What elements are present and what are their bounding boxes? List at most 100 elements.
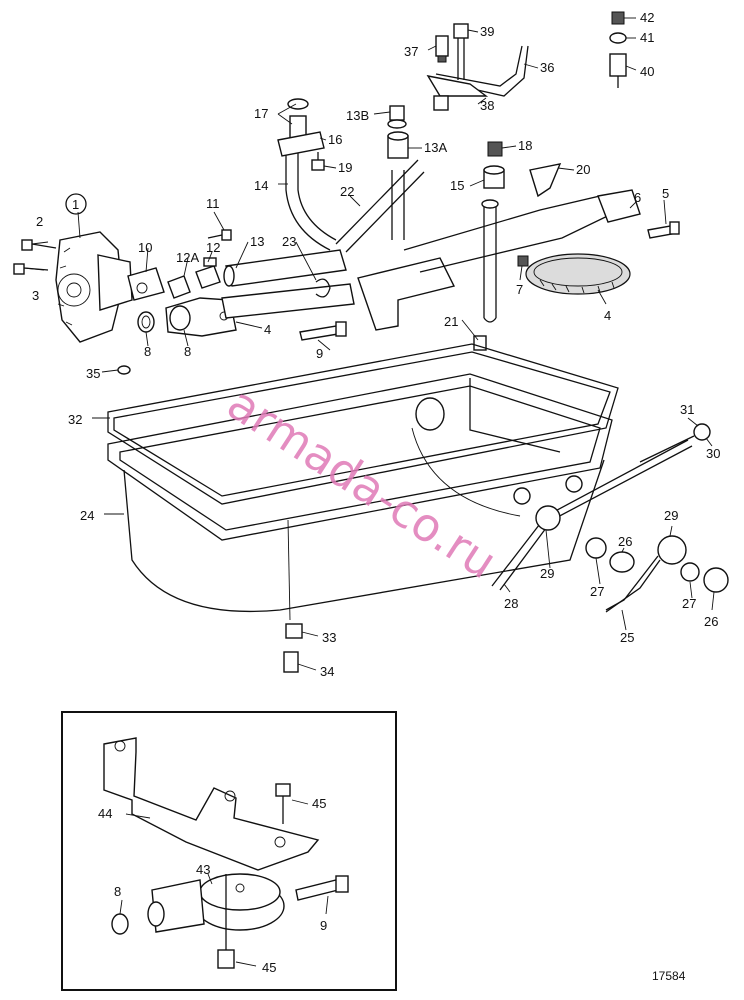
inset-callout-8: 8 (114, 884, 121, 899)
screw-19 (311, 152, 325, 171)
callout-41: 41 (640, 30, 654, 45)
callout-40: 40 (640, 64, 654, 79)
plug-35 (117, 365, 131, 375)
callout-33: 33 (322, 630, 336, 645)
inset-bracket-44 (103, 737, 320, 871)
drain-nut-33 (285, 623, 303, 639)
gasket-32 (107, 343, 619, 505)
fitting-13A (387, 131, 409, 159)
callout-26-left: 26 (618, 534, 632, 549)
callout-3: 3 (32, 288, 39, 303)
bolt-11 (207, 229, 232, 241)
nut-13B (387, 105, 407, 129)
plate-38 (426, 75, 489, 111)
fitting-12A (167, 275, 191, 299)
callout-17: 17 (254, 106, 268, 121)
bolt-9 (299, 321, 347, 341)
drain-plug-34 (283, 651, 299, 673)
callout-4-strainer: 4 (604, 308, 611, 323)
inset-bolt-45-top (275, 783, 291, 824)
callout-2: 2 (36, 214, 43, 229)
callout-11: 11 (206, 196, 220, 211)
nut-26-right (703, 567, 729, 593)
callout-labels: 1 2 3 4 4 5 6 7 8 8 9 10 11 12 12A 13 13… (32, 10, 720, 679)
callout-1: 1 (72, 197, 79, 212)
callout-12: 12 (206, 240, 220, 255)
callout-30: 30 (706, 446, 720, 461)
callout-16: 16 (328, 132, 342, 147)
bolt-2 (21, 239, 57, 251)
screen-strainer-4 (525, 253, 631, 295)
callout-32: 32 (68, 412, 82, 427)
bolt-5 (647, 221, 680, 239)
inset-leader-lines (119, 799, 329, 967)
watermark: armada-co.ru (218, 376, 506, 589)
callout-20: 20 (576, 162, 590, 177)
callout-6: 6 (634, 190, 641, 205)
callout-22: 22 (340, 184, 354, 199)
callout-28: 28 (504, 596, 518, 611)
flange-8 (165, 297, 237, 337)
callout-13: 13 (250, 234, 264, 249)
inset-callout-45-bottom: 45 (262, 960, 276, 975)
callout-19: 19 (338, 160, 352, 175)
cap-18 (487, 141, 503, 157)
nut-15 (483, 165, 505, 189)
callout-29-right: 29 (664, 508, 678, 523)
callout-9: 9 (316, 346, 323, 361)
callout-15: 15 (450, 178, 464, 193)
callout-13B: 13B (346, 108, 369, 123)
callout-36: 36 (540, 60, 554, 75)
dipstick-tube-28 (491, 439, 693, 591)
cap-42 (611, 11, 625, 25)
callout-39: 39 (480, 24, 494, 39)
callout-42: 42 (640, 10, 654, 25)
callout-26-right: 26 (704, 614, 718, 629)
plug-21 (473, 335, 487, 351)
dipstick-31 (639, 423, 711, 463)
bracket-20 (529, 163, 562, 198)
drain-pipe-25 (605, 559, 661, 613)
callout-18: 18 (518, 138, 532, 153)
connector-10 (127, 267, 165, 301)
callout-10: 10 (138, 240, 152, 255)
callout-35: 35 (86, 366, 100, 381)
inset-callout-45-top: 45 (312, 796, 326, 811)
callout-8-left: 8 (144, 344, 151, 359)
callout-31: 31 (680, 402, 694, 417)
washer-27-right (680, 562, 700, 582)
callout-24: 24 (80, 508, 94, 523)
inset-pump-43 (147, 873, 285, 933)
washer-27-left (585, 537, 607, 559)
callout-38: 38 (480, 98, 494, 113)
callout-34: 34 (320, 664, 334, 679)
callout-5: 5 (662, 186, 669, 201)
callout-12A: 12A (176, 250, 199, 265)
nut-7 (517, 255, 529, 267)
inset-bolt-9 (295, 875, 349, 901)
fitting-12 (195, 257, 221, 289)
inset-box: 44 45 43 8 9 45 (61, 711, 397, 991)
callout-27-right: 27 (682, 596, 696, 611)
callout-21: 21 (444, 314, 458, 329)
callout-25: 25 (620, 630, 634, 645)
inset-callout-44: 44 (98, 806, 112, 821)
callout-14: 14 (254, 178, 268, 193)
callout-27-left: 27 (590, 584, 604, 599)
figure-number: 17584 (652, 969, 686, 983)
washer-41 (609, 32, 627, 44)
sender-17 (287, 98, 309, 139)
callout-7: 7 (516, 282, 523, 297)
callout-4-pipe: 4 (264, 322, 271, 337)
leader-lines (23, 17, 715, 671)
bracket-22 (335, 159, 456, 331)
callout-13A: 13A (424, 140, 447, 155)
clamp-23 (315, 278, 331, 298)
inset-bolt-45-bottom (217, 874, 235, 969)
callout-37: 37 (404, 44, 418, 59)
callout-23: 23 (282, 234, 296, 249)
inset-callout-9: 9 (320, 918, 327, 933)
seal-ring-8-left (137, 311, 155, 333)
switch-37 (435, 35, 449, 63)
